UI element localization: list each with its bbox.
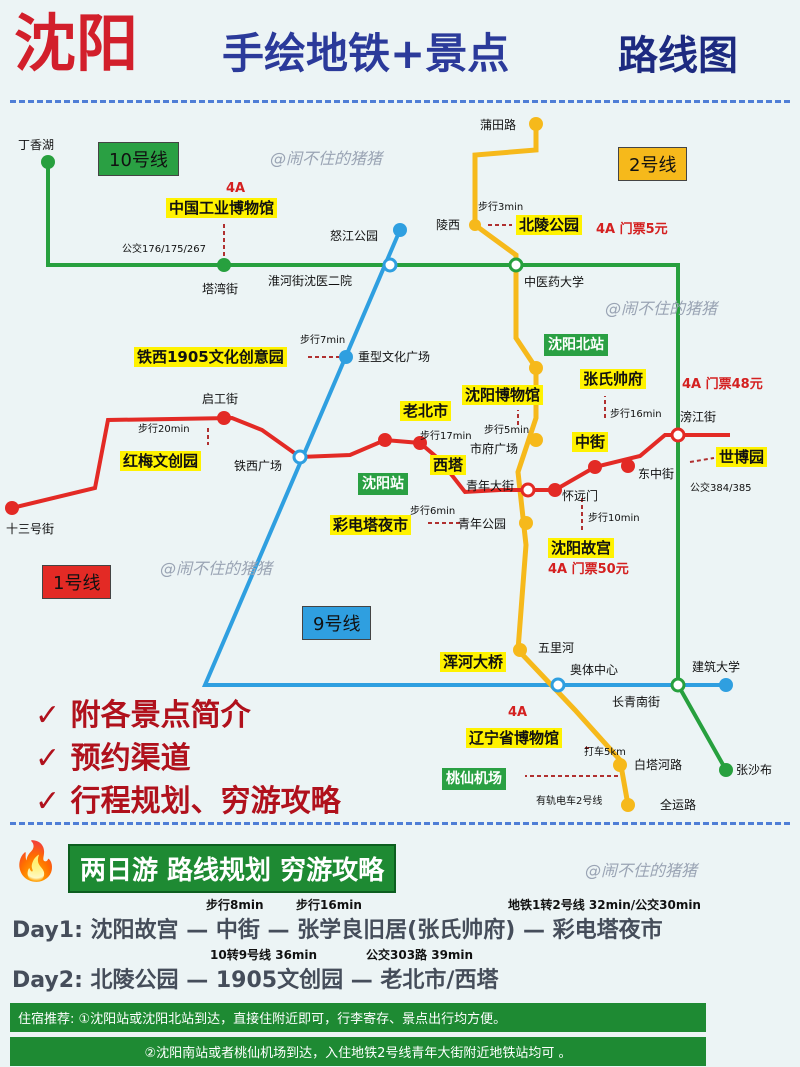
stay-recommendation-1: 住宿推荐: ①沈阳站或沈阳北站到达，直接住附近即可，行李寄存、景点出行均方便。 [10, 1003, 706, 1032]
title-city: 沈阳 [14, 7, 139, 80]
station-zhongyiyao: 中医药大学 [524, 275, 585, 289]
station-dongzhongjie: 东中街 [638, 467, 675, 481]
day2-note-1: 10转9号线 36min [210, 948, 318, 962]
attraction-shenyangbeizhan: 沈阳北站 [544, 334, 608, 356]
plan-divider [10, 822, 790, 825]
note-beiling: 步行3min [478, 202, 524, 213]
station-aotizhongxin: 奥体中心 [570, 663, 619, 677]
station-huaihe: 淮河街沈医二院 [268, 274, 353, 288]
plan-banner: 两日游 路线规划 穷游攻略 [68, 844, 397, 893]
station-zhongxing: 重型文化广场 [358, 350, 431, 364]
station-putianlu: 蒲田路 [480, 118, 517, 132]
station-jianzhudaxue: 建筑大学 [692, 660, 741, 674]
station-pangjiangjie: 滂江街 [680, 410, 717, 424]
note-caidianta: 步行6min [410, 506, 456, 517]
line9-badge: 9号线 [302, 606, 372, 640]
note-tiexi1905: 步行7min [300, 335, 346, 346]
station-lingxi: 陵西 [436, 218, 461, 232]
fire-icon: 🔥 [12, 839, 60, 883]
feature-item: ✓ 预约渠道 [35, 741, 191, 776]
attraction-beiling: 北陵公园 [516, 215, 583, 235]
attraction-zhangshishuaifu: 张氏帅府 [580, 369, 647, 389]
line1-badge: 1号线 [42, 565, 112, 599]
attraction-shenyangzhan: 沈阳站 [358, 473, 408, 495]
note-bowuguan: 步行5min [484, 425, 530, 436]
attraction-shibo: 世博园 [716, 447, 768, 467]
rank-gongye: 4A [226, 181, 246, 196]
rank-beiling: 4A 门票5元 [596, 222, 668, 237]
attraction-taoxian: 桃仙机场 [442, 768, 506, 790]
note-zhangshi: 步行16min [610, 409, 662, 420]
day2-note-2: 公交303路 39min [366, 948, 474, 962]
note-taoxian: 有轨电车2号线 [536, 796, 603, 807]
station-changqingnanjie: 长青南街 [612, 695, 661, 709]
station-tiexiguangchang: 铁西广场 [234, 459, 283, 473]
station-qingniangongyuan: 青年公园 [458, 517, 507, 531]
station-shisanhaojie: 十三号街 [6, 522, 55, 536]
attraction-zhongjie: 中街 [572, 432, 609, 452]
day1-note-1: 步行8min [206, 898, 264, 912]
day1-note-2: 步行16min [296, 898, 362, 912]
rank-zhangshi: 4A 门票48元 [682, 377, 763, 392]
attraction-caidianta: 彩电塔夜市 [330, 515, 412, 535]
title-divider [10, 100, 790, 103]
watermark: @闹不住的猪猪 [585, 861, 698, 880]
stations [5, 117, 733, 812]
metro-map-svg [5, 117, 733, 812]
rank-liaoning: 4A [508, 705, 528, 720]
feature-item: ✓ 附各景点简介 [35, 698, 251, 733]
attraction-shenyangbowuguan: 沈阳博物馆 [462, 385, 544, 405]
stay-recommendation-2: ②沈阳南站或者桃仙机场到达，入住地铁2号线青年大街附近地铁站均可 。 [10, 1037, 706, 1066]
note-hongmei: 步行20min [138, 424, 190, 435]
line10-track [46, 162, 728, 771]
note-gugong: 步行10min [588, 513, 640, 524]
station-tawanjie: 塔湾街 [202, 282, 239, 296]
attraction-gongye: 中国工业博物馆 [166, 198, 278, 218]
day1-note-3: 地铁1转2号线 32min/公交30min [508, 898, 701, 912]
station-huaiyuanmen: 怀远门 [562, 489, 599, 503]
attraction-tiexi1905: 铁西1905文化创意园 [134, 347, 287, 367]
rank-gugong: 4A 门票50元 [548, 562, 629, 577]
line10-badge: 10号线 [98, 142, 179, 176]
station-dingxianghu: 丁香湖 [18, 138, 55, 152]
attraction-liaoning: 辽宁省博物馆 [466, 728, 563, 748]
title-subtitle-b: 路线图 [618, 33, 738, 79]
station-zhangshabu: 张沙布 [736, 763, 773, 777]
station-quanyunlu: 全运路 [660, 798, 697, 812]
note-shibo: 公交384/385 [690, 483, 752, 494]
station-wulihe: 五里河 [538, 641, 575, 655]
station-qigongjie: 启工街 [202, 392, 239, 406]
note-liaoning: 打车5km [584, 747, 626, 758]
walk-arrows [207, 224, 715, 777]
line2-badge: 2号线 [618, 147, 688, 181]
station-baitaheilu: 白塔河路 [634, 758, 683, 772]
feature-item: ✓ 行程规划、穷游攻略 [35, 784, 341, 819]
note-laobeishi: 步行17min [420, 431, 472, 442]
watermark: @闹不住的猪猪 [270, 149, 383, 168]
day2-route: Day2: 北陵公园 — 1905文创园 — 老北市/西塔 [12, 968, 499, 993]
attraction-gugong: 沈阳故宫 [548, 538, 615, 558]
note-gongye: 公交176/175/267 [122, 244, 206, 255]
day1-route: Day1: 沈阳故宫 — 中街 — 张学良旧居(张氏帅府) — 彩电塔夜市 [12, 918, 663, 943]
attraction-hongmei: 红梅文创园 [120, 451, 202, 471]
watermark: @闹不住的猪猪 [160, 559, 273, 578]
attraction-laobeishi: 老北市 [400, 401, 452, 421]
station-nujianggongyuan: 怒江公园 [330, 229, 379, 243]
attraction-hunhe: 浑河大桥 [440, 652, 507, 672]
attraction-xita: 西塔 [430, 455, 467, 475]
station-shifuguangchang: 市府广场 [470, 442, 519, 456]
title-subtitle-a: 手绘地铁+景点 [222, 29, 510, 78]
watermark: @闹不住的猪猪 [605, 299, 718, 318]
station-qingniandajie: 青年大街 [466, 479, 515, 493]
